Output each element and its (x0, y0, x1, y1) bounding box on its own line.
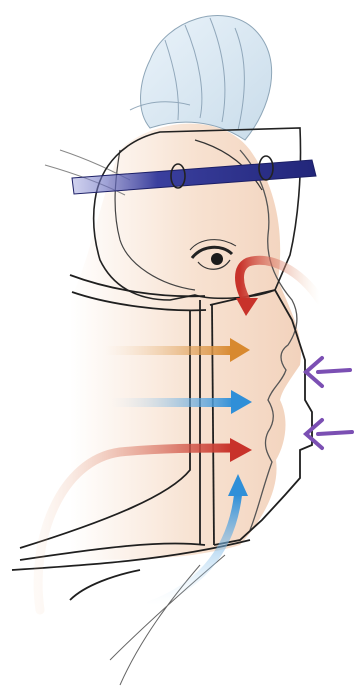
neck-outline (110, 555, 225, 685)
intake-arrow-upper (306, 358, 350, 386)
hair-cap (141, 16, 272, 140)
